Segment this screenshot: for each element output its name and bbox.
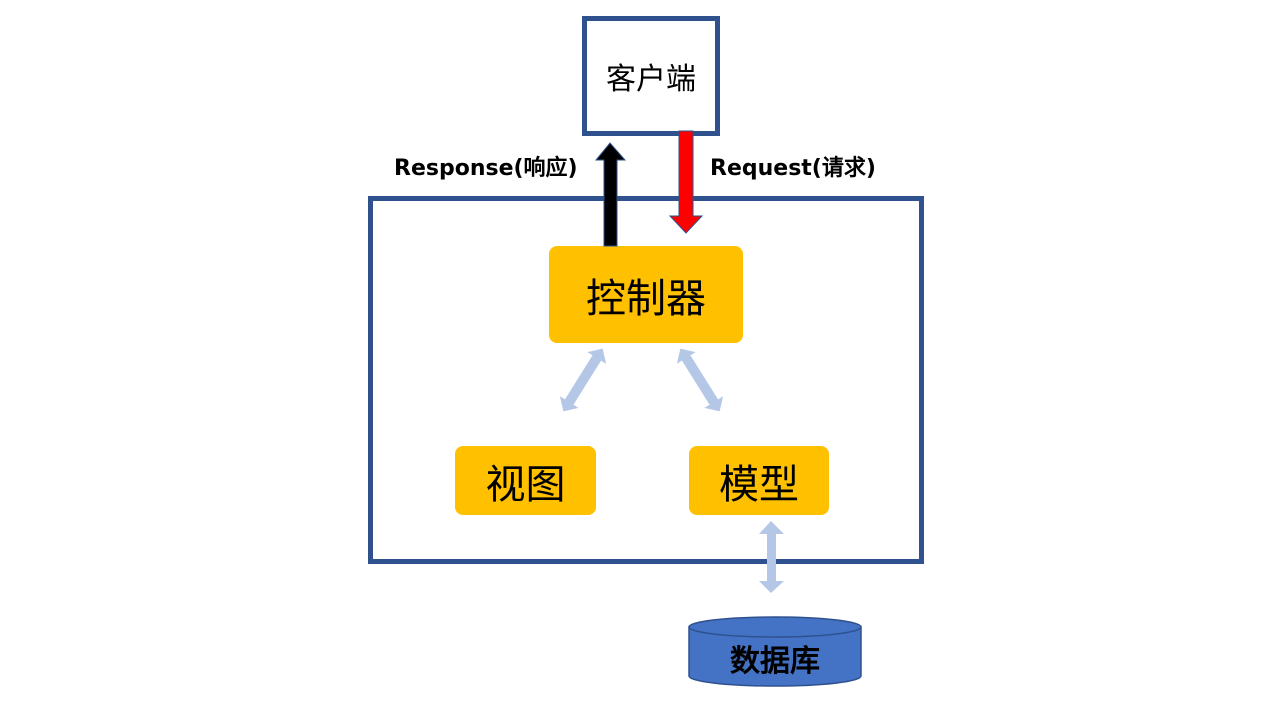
controller-label: 控制器 [586,275,706,322]
system-boundary [368,196,924,564]
client-label: 客户端 [606,62,696,97]
view-label: 视图 [485,461,566,508]
view-node: 视图 [455,446,596,515]
model-node: 模型 [689,446,829,515]
database-label: 数据库 [730,644,820,679]
client-node: 客户端 [582,16,720,136]
controller-node: 控制器 [549,246,743,343]
request-label: Request(请求) [710,156,876,181]
model-label: 模型 [719,461,799,508]
response-label: Response(响应) [394,156,578,181]
